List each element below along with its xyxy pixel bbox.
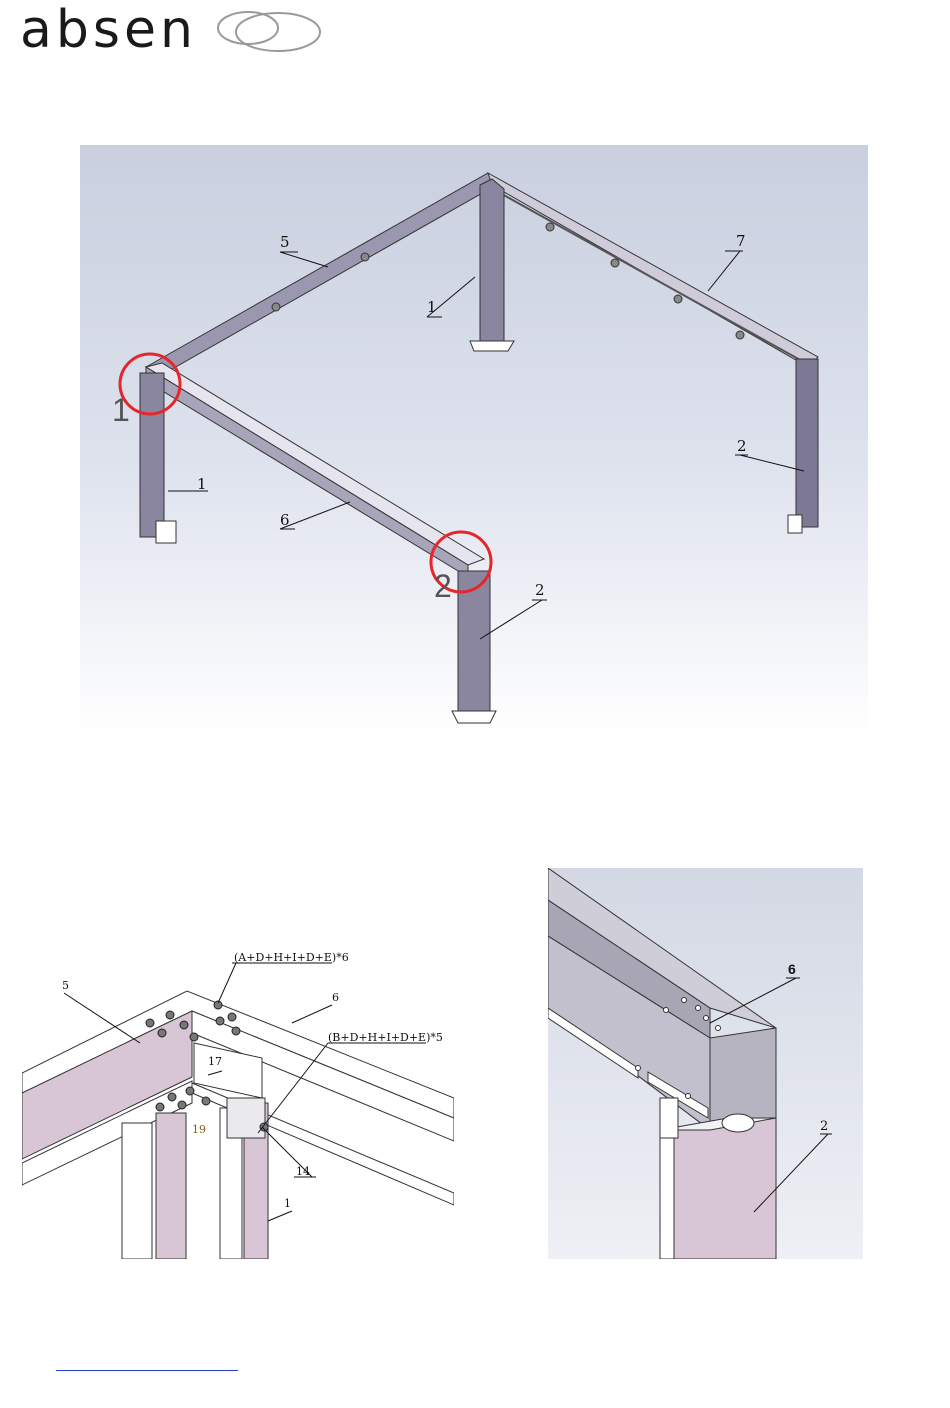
brand-logo: absen <box>20 6 310 56</box>
label-1: 1 <box>284 1197 291 1210</box>
post-left <box>140 373 164 537</box>
callout-7: 7 <box>736 232 746 250</box>
label-6: 6 <box>332 991 339 1004</box>
label-6: 6 <box>788 961 796 977</box>
callout-2-front: 2 <box>535 581 545 599</box>
callout-1-back: 1 <box>427 298 437 316</box>
joint-detail-1-figure: 5 (A+D+H+I+D+E)*6 6 (B+D+H+I+D+E)*5 17 1… <box>22 893 454 1259</box>
logo-rings-icon <box>210 8 330 54</box>
joint-detail-2-drawing: 6 2 <box>548 868 863 1259</box>
frame-assembly-drawing: 1 2 5 7 1 1 6 2 2 <box>80 145 868 737</box>
formula-top: (A+D+H+I+D+E)*6 <box>234 951 349 964</box>
joint-detail-2-figure: 6 2 <box>548 868 863 1259</box>
label-17: 17 <box>208 1055 222 1068</box>
brand-wordmark: absen <box>20 0 197 60</box>
callout-6: 6 <box>280 511 290 529</box>
post-right <box>796 359 818 527</box>
callout-5: 5 <box>280 233 290 251</box>
beam-7 <box>488 173 818 367</box>
callout-2-right: 2 <box>737 437 747 455</box>
callout-1-left: 1 <box>197 475 207 493</box>
beam-6 <box>146 363 484 565</box>
label-14: 14 <box>296 1165 310 1178</box>
beam-5 <box>146 173 500 377</box>
label-2: 2 <box>820 1119 828 1134</box>
label-5: 5 <box>62 979 69 992</box>
frame-assembly-figure: 1 2 5 7 1 1 6 2 2 <box>80 145 868 737</box>
footer-link[interactable] <box>56 1352 238 1371</box>
formula-side: (B+D+H+I+D+E)*5 <box>328 1031 443 1044</box>
label-19: 19 <box>192 1123 206 1136</box>
joint-detail-1-drawing: 5 (A+D+H+I+D+E)*6 6 (B+D+H+I+D+E)*5 17 1… <box>22 893 454 1259</box>
marker-label-1: 1 <box>112 392 130 428</box>
post-back <box>480 179 504 341</box>
marker-label-2: 2 <box>434 568 452 604</box>
